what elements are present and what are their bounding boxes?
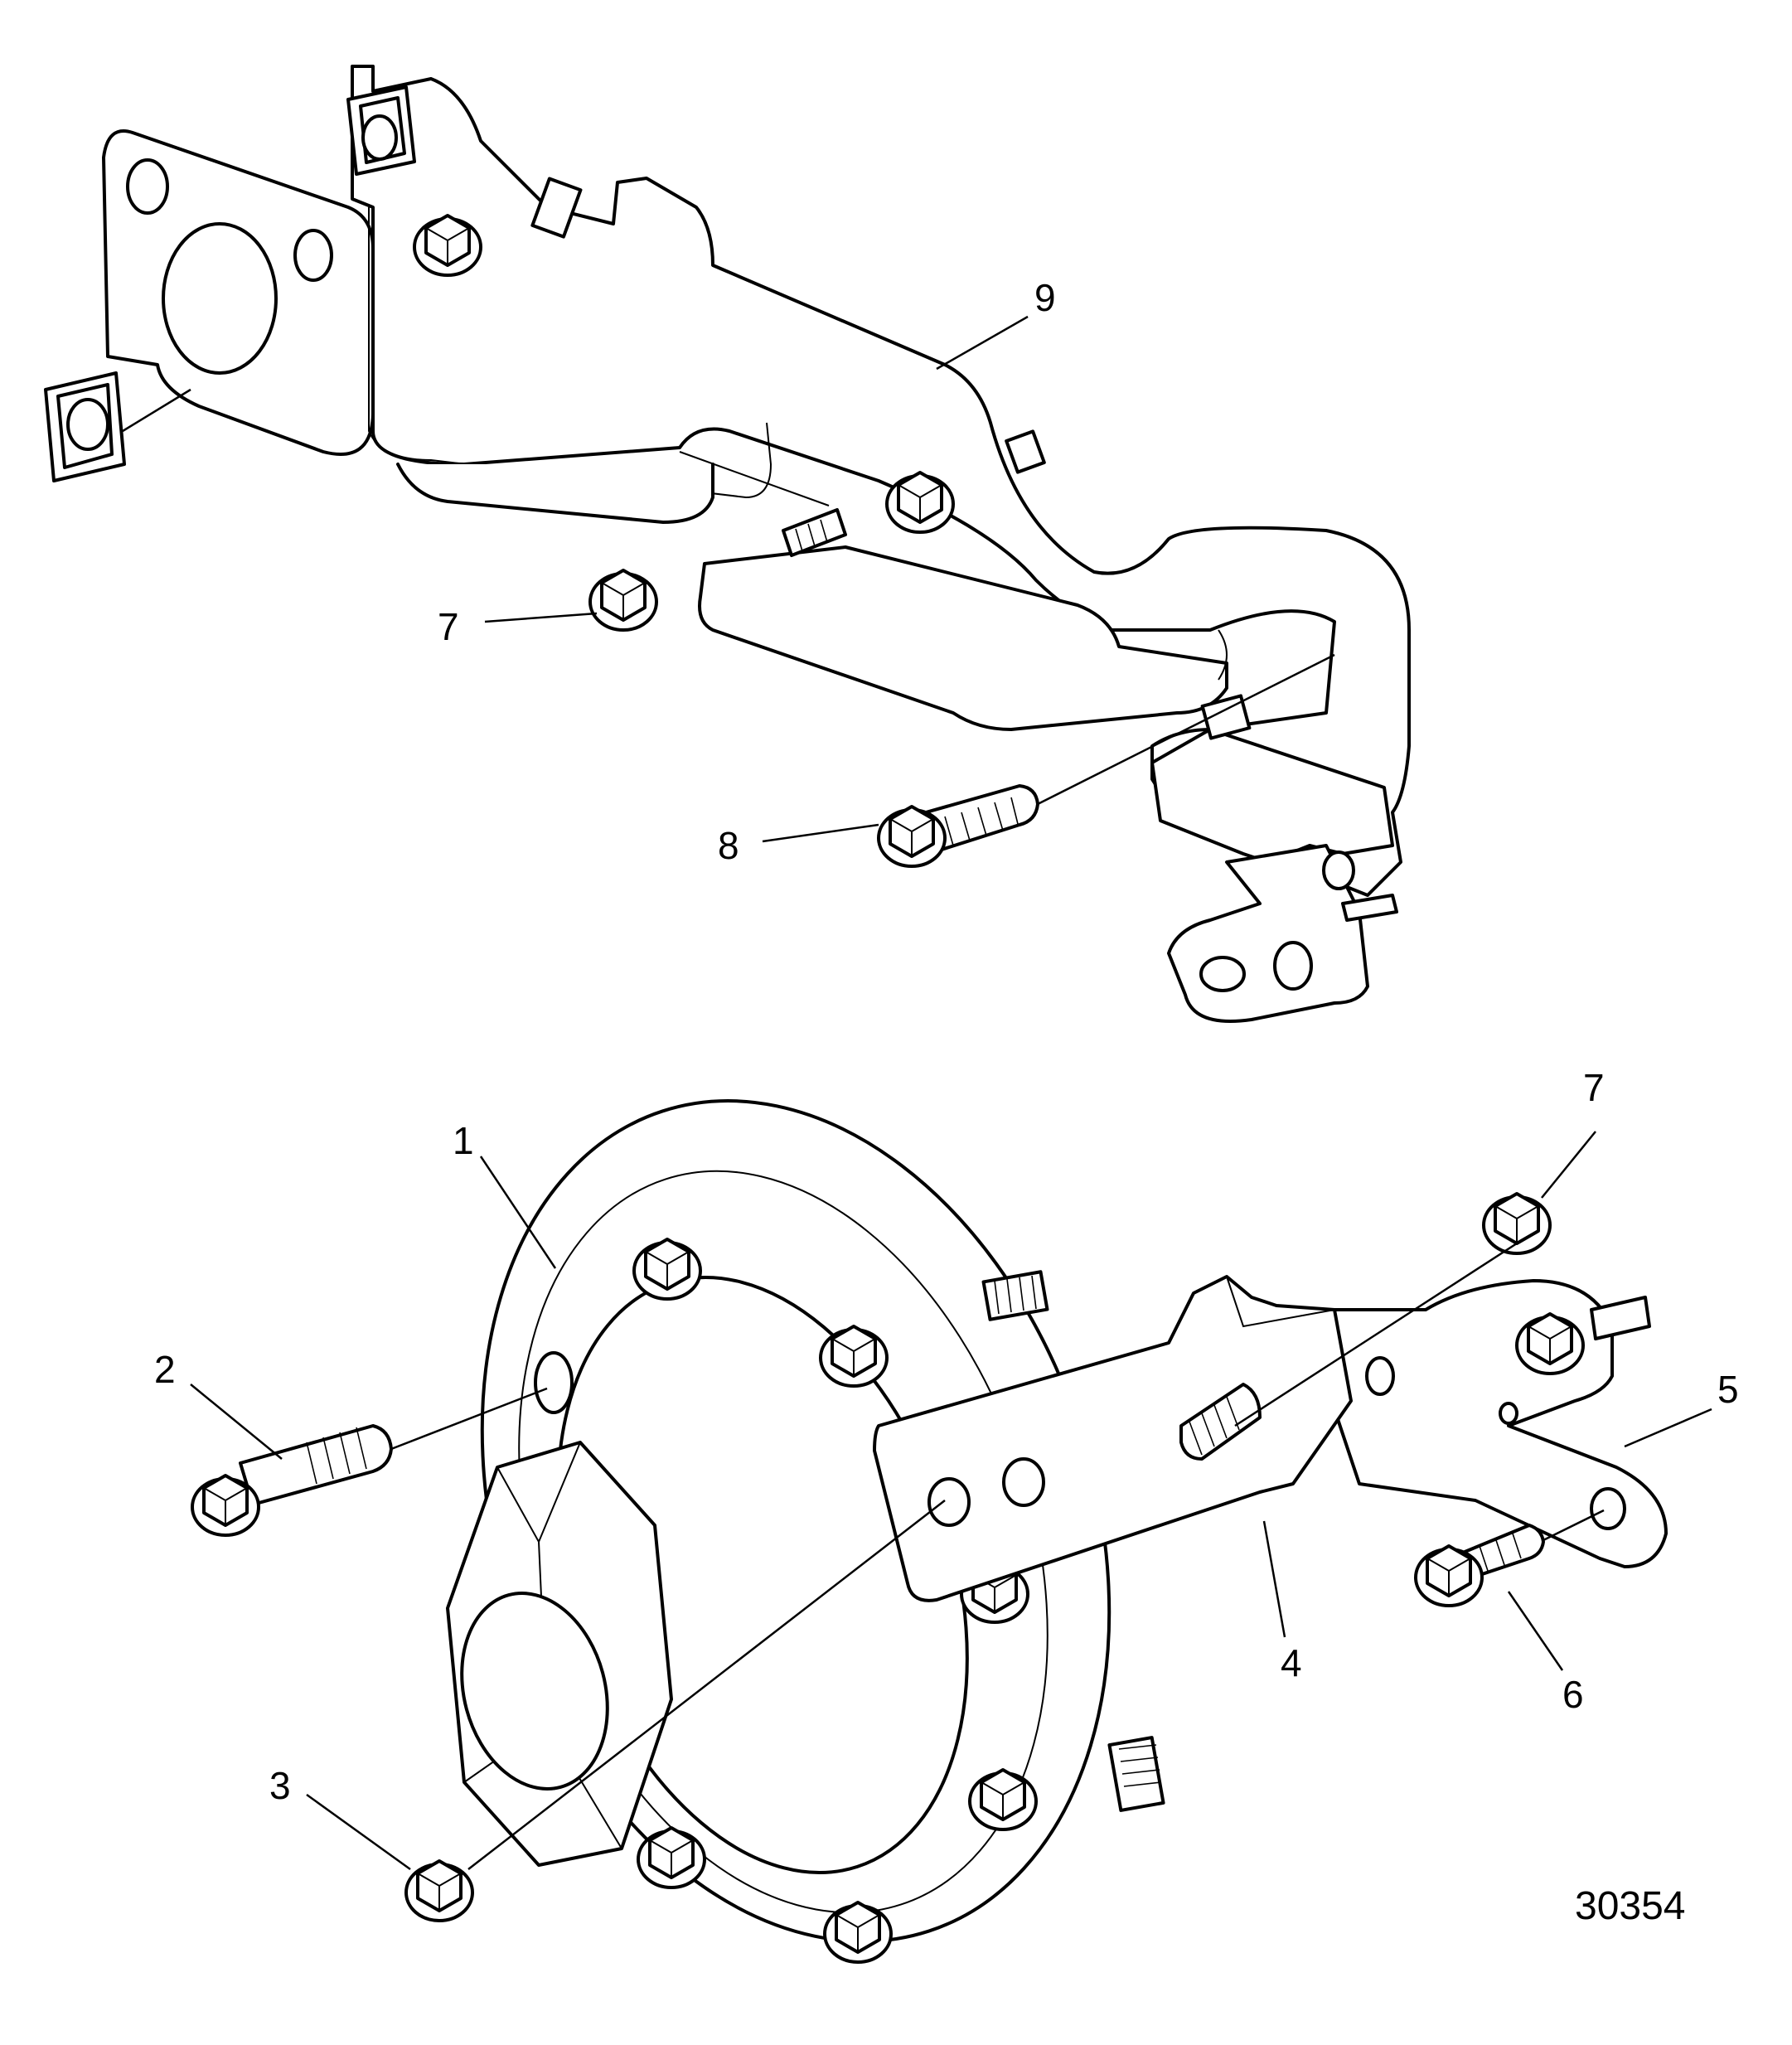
callout-7-lower: 7: [1583, 1066, 1605, 1109]
arm-bracket: [873, 1275, 1668, 1602]
flange-nut-upper: [588, 569, 658, 632]
callout-7-upper: 7: [438, 605, 459, 648]
hub-stud-lower: [1107, 1736, 1165, 1812]
flange-hub: [446, 1099, 1165, 1964]
bracket-main-body: [351, 65, 1411, 897]
callout-8: 8: [718, 824, 739, 867]
bracket-stud-right: [1005, 429, 1046, 474]
clip-nut-left: [44, 371, 191, 482]
figure-number: 30354: [1575, 1884, 1685, 1928]
bracket-bolt-upper: [413, 177, 583, 277]
callout-6: 6: [1562, 1673, 1584, 1716]
callout-5: 5: [1717, 1368, 1739, 1411]
hex-bolt-upper: [877, 653, 1335, 868]
hub-stud-top: [981, 1270, 1049, 1321]
bracket-plate-hole-large: [162, 222, 278, 375]
callout-1: 1: [453, 1119, 474, 1162]
callout-leaders: [190, 315, 1712, 1871]
bracket-plate-hole-top: [126, 158, 169, 215]
callout-9: 9: [1034, 276, 1056, 319]
hub-cap: [460, 1592, 609, 1791]
hex-bolt-small: [404, 1500, 946, 1922]
clip-nut-top: [346, 85, 416, 176]
callout-2: 2: [154, 1348, 176, 1391]
bracket-stud-lower: [782, 508, 847, 557]
callout-4: 4: [1281, 1641, 1302, 1684]
callout-labels: 9 7 8 1 7 2 5 4 6 3: [154, 276, 1739, 1807]
bracket-lower-tongue: [698, 545, 1228, 731]
callout-3: 3: [269, 1764, 291, 1807]
bracket-plate-hole-right: [293, 229, 333, 282]
bracket-nut-lower: [1200, 694, 1252, 740]
flange-nut-lower: [1234, 1192, 1552, 1427]
arm-plate-front: [873, 1275, 1353, 1602]
hex-bolt-right: [1414, 1509, 1605, 1607]
mounting-bracket-assembly: [44, 65, 1411, 1023]
hex-bolt-left: [191, 1387, 548, 1537]
